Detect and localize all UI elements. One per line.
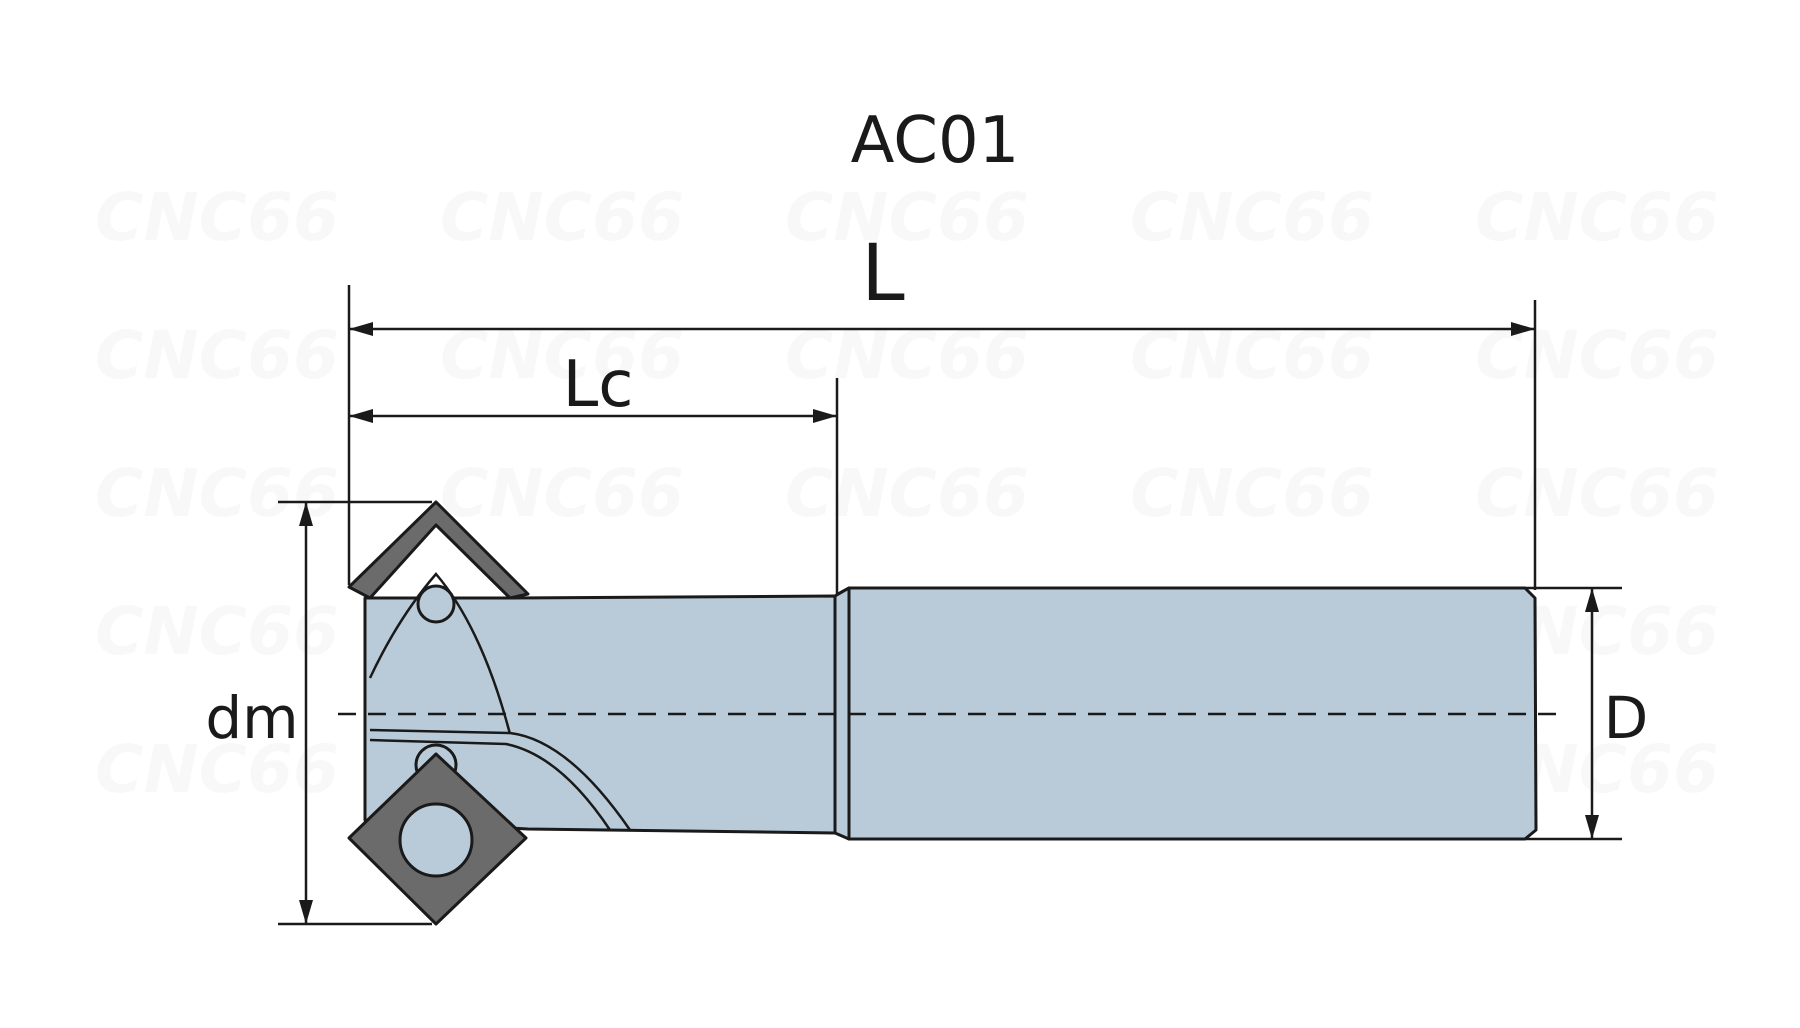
drawing-title: AC01 <box>851 104 1020 178</box>
watermark: CNC66 <box>1475 455 1719 532</box>
tool-neck-ring <box>833 586 851 841</box>
top-insert <box>347 500 530 600</box>
dimension-label-dm: dm <box>205 684 298 752</box>
top-insert-screw <box>416 584 456 624</box>
watermark: CNC66 <box>1130 455 1374 532</box>
watermark: CNC66 <box>95 317 339 394</box>
bottom-insert-hole <box>398 802 474 878</box>
watermark: CNC66 <box>95 593 339 670</box>
watermark: CNC66 <box>785 455 1029 532</box>
watermark: CNC66 <box>440 179 684 256</box>
dimension-lines <box>299 322 1599 924</box>
watermark: CNC66 <box>440 455 684 532</box>
watermark: CNC66 <box>1475 179 1719 256</box>
dimension-label-Lc: Lc <box>563 348 634 422</box>
dimension-label-D: D <box>1604 684 1649 752</box>
watermark: CNC66 <box>1130 179 1374 256</box>
watermark: CNC66 <box>95 455 339 532</box>
flute-lines <box>368 572 632 831</box>
watermark: CNC66 <box>785 179 1029 256</box>
watermark: CNC66 <box>95 179 339 256</box>
dimension-label-L: L <box>861 229 905 319</box>
